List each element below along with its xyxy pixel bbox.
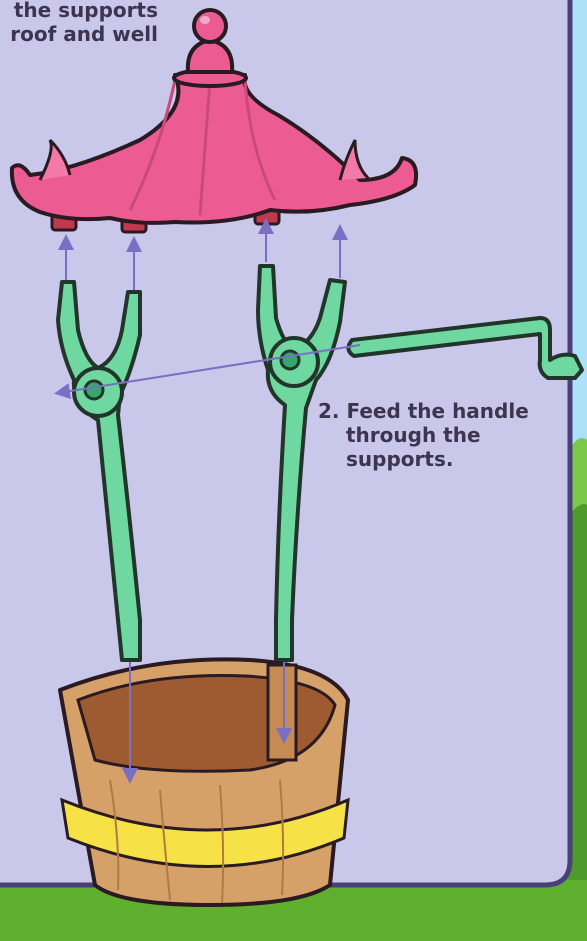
step-2-text: 2. Feed the handle through the supports.	[318, 399, 568, 471]
step-2-line: 2. Feed the handle	[318, 399, 568, 423]
step-2-line: supports.	[318, 447, 568, 471]
step-1-text: the supports roof and well	[0, 0, 158, 46]
step-1-line: roof and well	[0, 22, 158, 46]
step-1-line: the supports	[0, 0, 158, 22]
step-2-line: through the	[318, 423, 568, 447]
bucket-icon	[60, 659, 348, 905]
